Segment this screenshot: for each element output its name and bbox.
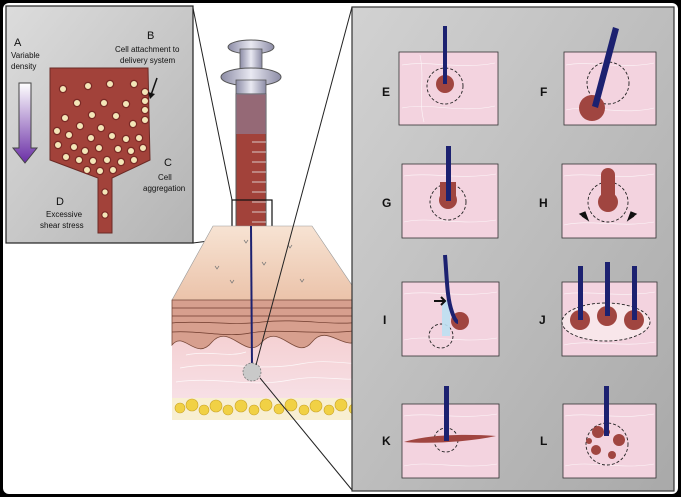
label-c-line2: aggregation (143, 184, 185, 193)
panel-g-label: G (382, 196, 391, 210)
panel-f-label: F (540, 85, 547, 99)
panel-l-label: L (540, 434, 547, 448)
panel-j-label: J (539, 313, 546, 327)
panel-connector-lines (255, 6, 353, 491)
label-d-letter: D (56, 196, 64, 208)
panel-e: E (382, 26, 499, 126)
label-c-line1: Cell (158, 173, 172, 182)
panel-l: L (540, 386, 657, 479)
label-d-line2: shear stress (40, 221, 84, 230)
panel-e-label: E (382, 85, 390, 99)
panel-k: K (382, 386, 500, 479)
panel-i-label: I (383, 313, 386, 327)
label-b-letter: B (147, 30, 154, 42)
panel-i: I (383, 254, 500, 357)
density-arrow-icon (11, 82, 39, 164)
panel-h-label: H (539, 196, 548, 210)
label-a-letter: A (14, 37, 22, 49)
label-b-line1: Cell attachment to (115, 45, 180, 54)
push-arrow-icon (434, 296, 447, 306)
right-panel: E F G (351, 6, 675, 492)
pointer-arrow-icon (150, 77, 158, 96)
panel-k-label: K (382, 434, 391, 448)
label-c-letter: C (164, 157, 172, 169)
label-b-line2: delivery system (120, 56, 175, 65)
panel-f: F (540, 27, 657, 126)
panel-j: J (539, 262, 658, 357)
compress-arrow-left-icon (578, 211, 590, 222)
syringe (220, 39, 282, 369)
label-a-line2: density (11, 62, 36, 71)
inset-panel: A Variable density B Cell attachment to … (5, 5, 194, 244)
reservoir-cells (52, 79, 150, 219)
panel-h: H (539, 163, 657, 239)
label-d-line1: Excessive (46, 210, 83, 219)
injection-site-marker (242, 362, 262, 382)
panel-g: G (382, 146, 499, 239)
compress-arrow-right-icon (626, 211, 638, 222)
label-a-line1: Variable (11, 51, 40, 60)
